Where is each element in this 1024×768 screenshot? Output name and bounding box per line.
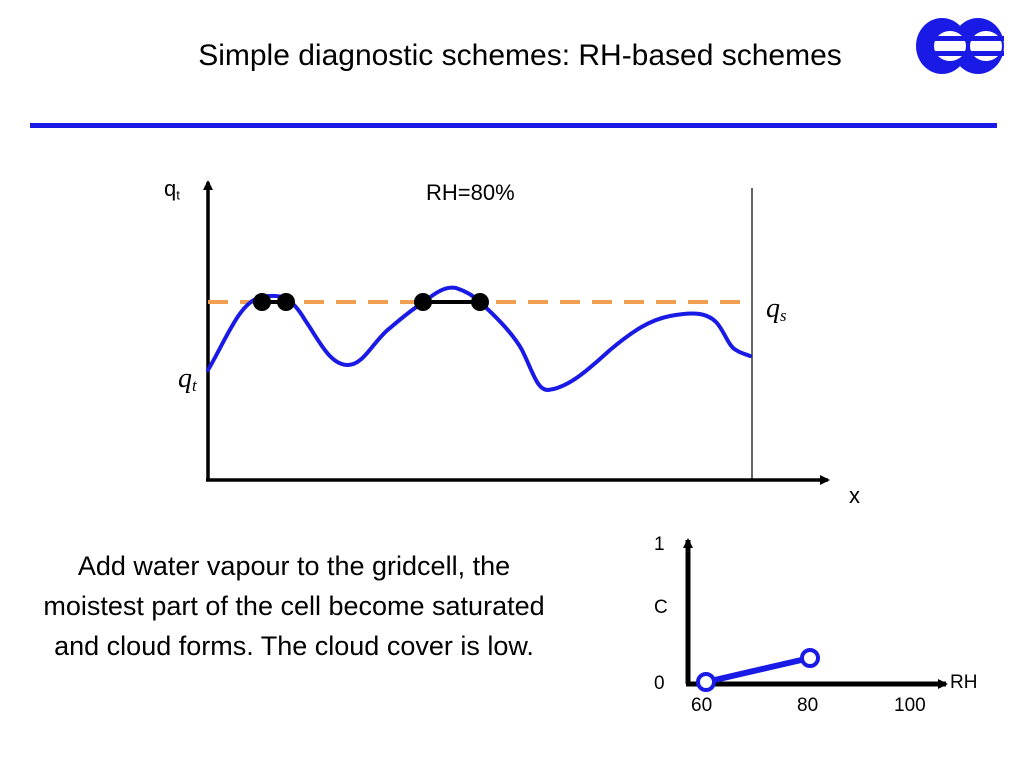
inset-y-tick-1: 1 bbox=[654, 534, 665, 555]
inset-y-tick-0: 0 bbox=[654, 673, 665, 694]
inset-x-label: RH bbox=[950, 672, 978, 693]
saturation-point bbox=[253, 293, 271, 311]
inset-x-tick-100: 100 bbox=[894, 695, 926, 716]
cloud-cover-line bbox=[705, 655, 811, 685]
ecmwf-logo bbox=[916, 18, 1004, 74]
rh-label: RH=80% bbox=[426, 180, 515, 205]
saturation-point bbox=[414, 293, 432, 311]
y-axis-label: qt bbox=[164, 176, 180, 203]
body-text: Add water vapour to the gridcell, the mo… bbox=[43, 551, 545, 661]
slide-title: Simple diagnostic schemes: RH-based sche… bbox=[198, 39, 842, 72]
qt-label: qt bbox=[178, 363, 197, 396]
x-axis-label: x bbox=[849, 483, 860, 508]
saturation-point bbox=[471, 293, 489, 311]
inset-x-tick-60: 60 bbox=[691, 695, 713, 716]
qs-label: qs bbox=[766, 293, 787, 326]
cloud-cover-point-rh60 bbox=[696, 672, 716, 692]
cloud-cover-point-rh80 bbox=[800, 648, 820, 668]
inset-x-tick-80: 80 bbox=[797, 695, 819, 716]
saturation-point bbox=[277, 293, 295, 311]
header-rule bbox=[30, 123, 997, 128]
inset-y-label: C bbox=[654, 597, 668, 618]
